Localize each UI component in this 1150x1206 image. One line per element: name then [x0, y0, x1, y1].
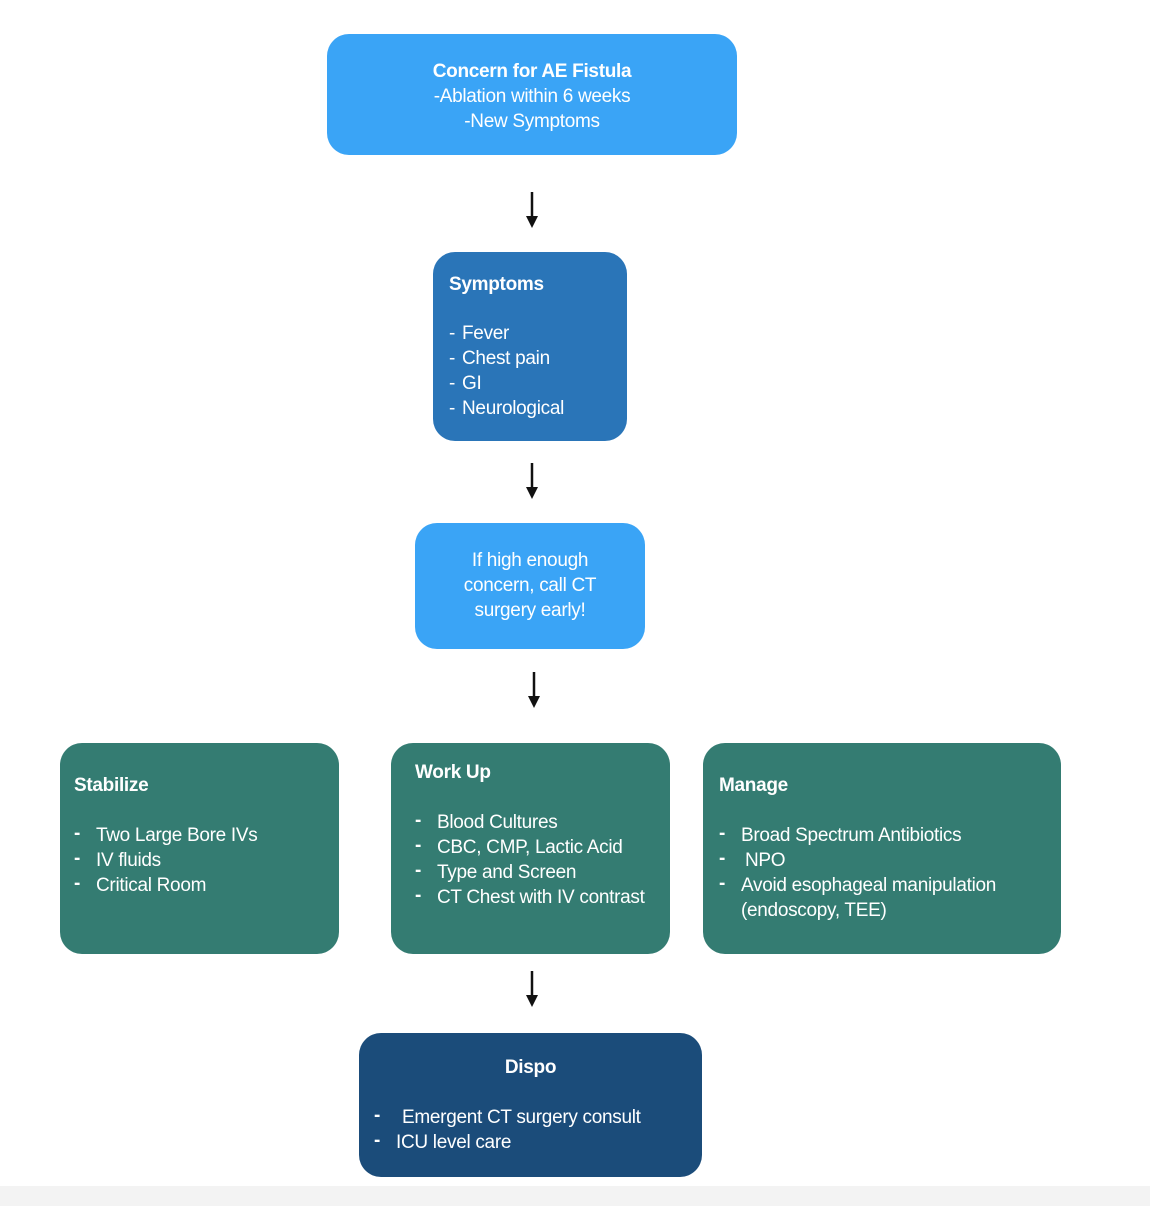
call-ct-line: concern, call CT [463, 575, 597, 596]
page-bottom-band [0, 1186, 1150, 1206]
work-up-item: Blood Cultures [415, 808, 647, 835]
stabilize-item: Two Large Bore IVs [74, 821, 339, 848]
manage-title: Manage [719, 775, 788, 796]
work-up-item: CBC, CMP, Lactic Acid [415, 833, 647, 860]
symptom-item: Chest pain [449, 346, 627, 371]
symptoms-box: Symptoms Fever Chest pain GI Neurologica… [433, 252, 627, 441]
stabilize-title: Stabilize [74, 775, 149, 796]
dispo-list: Emergent CT surgery consult ICU level ca… [374, 1103, 702, 1155]
arrow-down-icon [526, 971, 538, 1007]
symptoms-title: Symptoms [449, 274, 544, 295]
dispo-item: ICU level care [374, 1128, 702, 1155]
dispo-item: Emergent CT surgery consult [374, 1103, 702, 1130]
concern-box: Concern for AE Fistula -Ablation within … [327, 34, 737, 155]
arrow-down-icon [526, 463, 538, 499]
manage-item: Broad Spectrum Antibiotics [719, 821, 1039, 848]
work-up-list: Blood Cultures CBC, CMP, Lactic Acid Typ… [415, 808, 647, 910]
concern-title: Concern for AE Fistula [432, 61, 632, 82]
symptom-item: GI [449, 371, 627, 396]
stabilize-list: Two Large Bore IVs IV fluids Critical Ro… [74, 821, 339, 898]
symptom-item: Neurological [449, 396, 627, 421]
symptom-item: Fever [449, 321, 627, 346]
work-up-title: Work Up [415, 762, 491, 783]
work-up-item: CT Chest with IV contrast [415, 883, 647, 910]
dispo-box: Dispo Emergent CT surgery consult ICU le… [359, 1033, 702, 1177]
manage-item: NPO [719, 846, 1039, 873]
manage-box: Manage Broad Spectrum Antibiotics NPO Av… [703, 743, 1061, 954]
stabilize-item: Critical Room [74, 871, 339, 898]
call-ct-surgery-box: If high enough concern, call CT surgery … [415, 523, 645, 649]
stabilize-item: IV fluids [74, 846, 339, 873]
arrow-down-icon [526, 192, 538, 228]
manage-list: Broad Spectrum Antibiotics NPO Avoid eso… [719, 821, 1039, 923]
manage-item: Avoid esophageal manipulation (endoscopy… [719, 871, 1039, 923]
call-ct-line: surgery early! [474, 600, 586, 621]
work-up-item: Type and Screen [415, 858, 647, 885]
dispo-title: Dispo [504, 1057, 557, 1078]
work-up-box: Work Up Blood Cultures CBC, CMP, Lactic … [391, 743, 670, 954]
concern-line-new-symptoms: -New Symptoms [464, 111, 600, 132]
stabilize-box: Stabilize Two Large Bore IVs IV fluids C… [60, 743, 339, 954]
call-ct-line: If high enough [471, 550, 589, 571]
symptoms-list: Fever Chest pain GI Neurological [449, 321, 627, 421]
arrow-down-icon [528, 672, 540, 708]
concern-line-ablation: -Ablation within 6 weeks [433, 86, 631, 107]
